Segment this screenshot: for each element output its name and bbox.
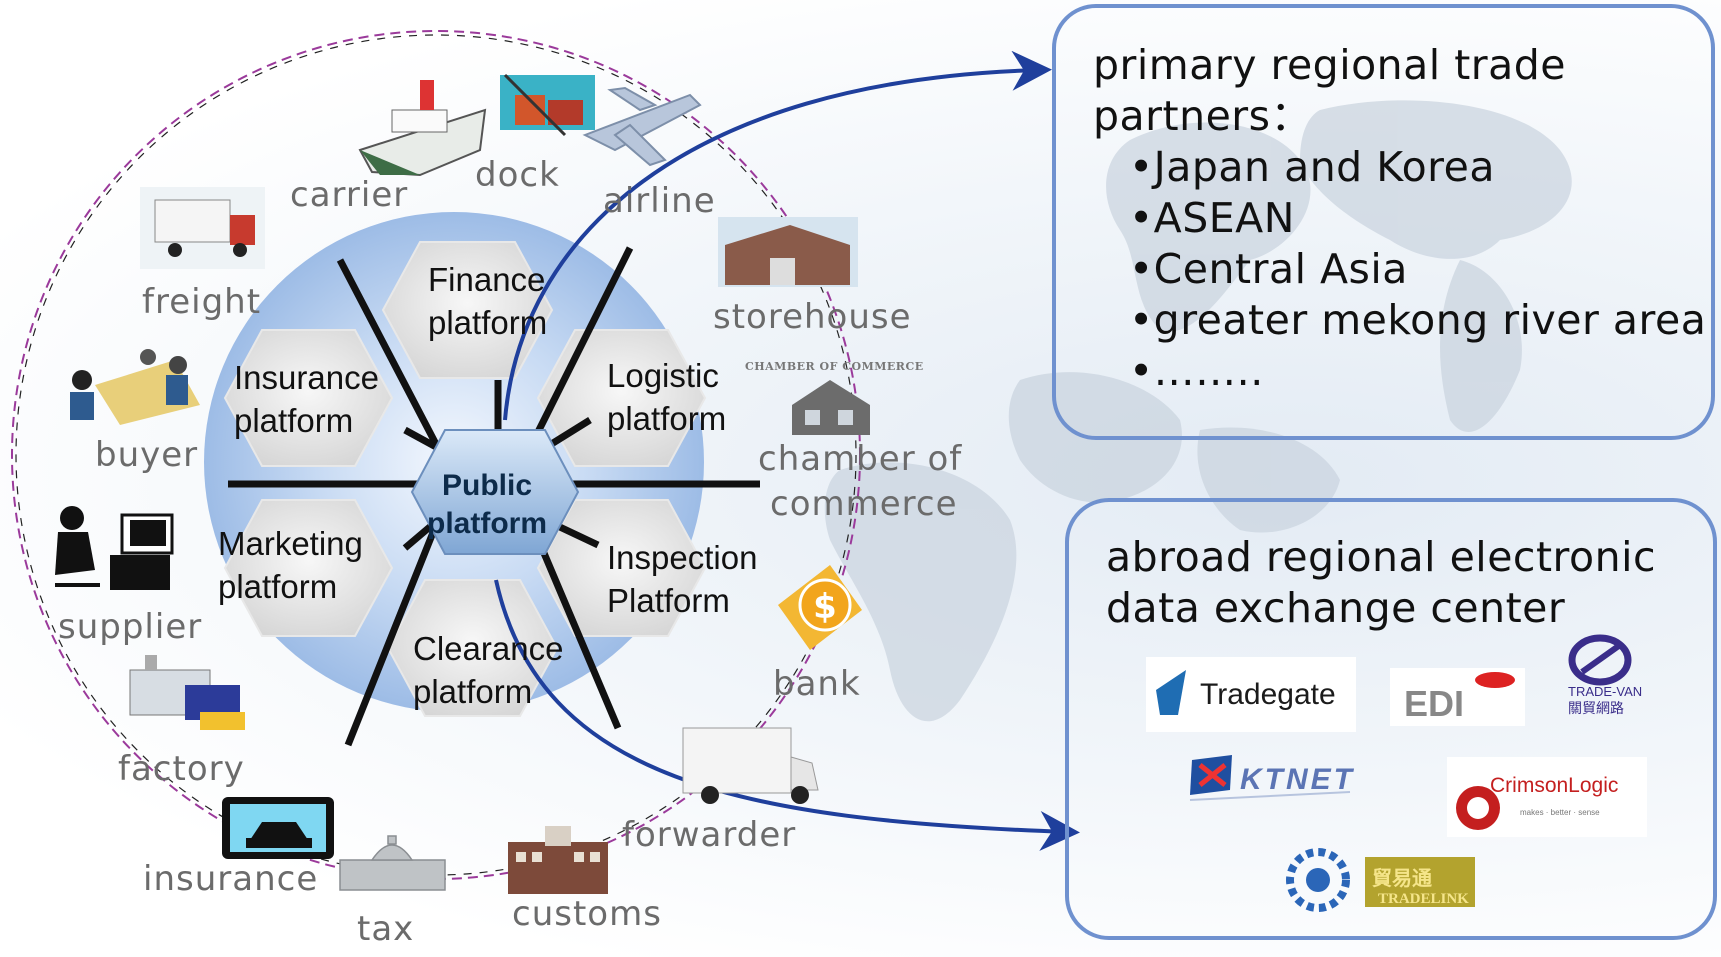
partner-item: •Central Asia [1129,245,1408,293]
chamber-sign: CHAMBER OF COMMERCE [745,360,924,373]
edi-logo: EDI [1390,668,1525,726]
svg-text:貿易通: 貿易通 [1372,866,1432,890]
exchange-box-title: abroad regional electronic data exchange… [1106,532,1656,634]
svg-text:關貿網路: 關貿網路 [1568,701,1624,717]
exchange-title-line2: data exchange center [1106,584,1566,632]
insurance-label: insurance [143,859,319,899]
partners-box-text: primary regional trade partners： •Japan … [1093,40,1706,397]
supplier-label: supplier [58,607,203,647]
airplane-icon [582,86,702,167]
airline-label: airline [603,181,716,221]
partners-title-line1: primary regional trade [1093,41,1567,89]
car-icon [222,797,334,859]
capitol-icon [339,835,446,891]
crimsonlogic-logo: CrimsonLogic makes · better · sense [1447,757,1647,837]
partner-item: •greater mekong river area [1129,296,1707,344]
partner-item: •ASEAN [1129,194,1295,242]
warehouse-icon [718,217,858,287]
bank-label: bank [773,664,861,704]
tradelink-logo: 貿易通 TRADELINK [1286,848,1475,912]
svg-text:makes · better · sense: makes · better · sense [1520,808,1600,817]
exchange-title-line1: abroad regional electronic [1106,533,1657,581]
public-platform-hexagon [410,429,580,555]
svg-text:EDI: EDI [1404,683,1464,724]
platform-hexagons [223,241,707,717]
tax-label: tax [357,909,415,949]
arrow-to-partners [503,50,1052,421]
meeting-icon [70,349,200,425]
factory-icon [129,655,245,730]
delivery-truck-icon [682,727,819,804]
customs-label: customs [512,894,662,934]
buyer-label: buyer [95,435,199,475]
partner-item: •Japan and Korea [1129,143,1495,191]
chamber-label-line2: commerce [770,484,958,524]
partners-box [1052,4,1715,440]
svg-text:$: $ [813,587,837,627]
partners-title-line2: partners： [1093,92,1313,140]
forwarder-label: forwarder [622,815,797,855]
svg-text:TRADELINK: TRADELINK [1378,891,1469,907]
svg-text:KTNET: KTNET [1240,763,1355,796]
partner-item: •…….. [1129,347,1264,395]
truck-icon [140,187,265,269]
freight-label: freight [142,282,262,322]
tradegate-logo: Tradegate [1146,657,1356,732]
house-icon [792,380,870,435]
dock-label: dock [475,155,560,195]
arrow-to-exchange [494,579,1080,851]
coin-icon: $ [778,565,862,650]
storehouse-label: storehouse [713,297,912,337]
chamber-label-line1: chamber of [758,439,963,479]
tradevan-logo: TRADE-VAN 關貿網路 [1568,634,1642,717]
svg-text:TRADE-VAN: TRADE-VAN [1568,684,1642,699]
office-worker-icon [55,506,174,590]
ship-icon [358,80,487,177]
port-cranes-icon [500,73,595,137]
building-icon [508,826,608,894]
exchange-box [1065,498,1717,940]
ktnet-logo: KTNET [1189,755,1355,801]
svg-text:CrimsonLogic: CrimsonLogic [1490,774,1618,797]
carrier-label: carrier [290,175,409,215]
svg-text:Tradegate: Tradegate [1200,678,1336,711]
factory-label: factory [118,749,245,789]
